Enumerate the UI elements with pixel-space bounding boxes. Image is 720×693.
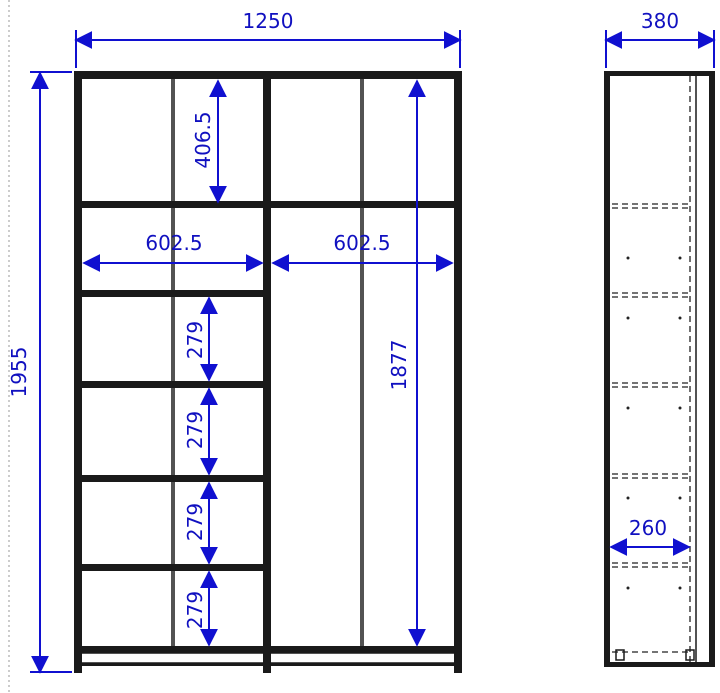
side-top-panel	[604, 71, 715, 76]
shelf-spacing-label-1: 279	[183, 321, 207, 359]
side-foot-front	[615, 649, 625, 661]
side-dot	[626, 586, 630, 590]
shelf-spacing-label-3: 279	[183, 503, 207, 541]
bottom-panel	[74, 646, 462, 653]
side-view	[604, 71, 715, 667]
right-side-panel	[454, 71, 462, 673]
side-dot	[678, 586, 682, 590]
front-view	[74, 71, 462, 673]
front-dimensions: 1250 1955 406.5 602.5 602.5 1877 279 279…	[7, 9, 462, 674]
right-section-width-label: 602.5	[333, 231, 390, 255]
side-bottom-panel	[604, 662, 715, 667]
side-dot	[678, 316, 682, 320]
side-dot	[678, 406, 682, 410]
height-label: 1955	[7, 347, 31, 398]
side-dot	[678, 256, 682, 260]
side-front-edge	[604, 71, 610, 667]
side-dot	[626, 496, 630, 500]
top-mark	[442, 71, 448, 76]
inner-depth-label: 260	[629, 516, 667, 540]
side-foot-back	[685, 649, 695, 661]
top-shelf-height-label: 406.5	[191, 111, 215, 168]
left-section-width-label: 602.5	[145, 231, 202, 255]
side-dot	[626, 256, 630, 260]
plinth-bottom	[74, 663, 462, 666]
side-dot	[626, 316, 630, 320]
side-back-edge	[709, 71, 715, 667]
shelf-spacing-label-2: 279	[183, 411, 207, 449]
width-label: 1250	[243, 9, 294, 33]
right-section-height-label: 1877	[387, 340, 411, 391]
side-dot	[626, 406, 630, 410]
depth-label: 380	[641, 9, 679, 33]
center-divider-panel	[263, 71, 271, 673]
left-side-panel	[74, 71, 82, 673]
shelf-spacing-label-4: 279	[183, 591, 207, 629]
bottom-mark	[263, 658, 269, 664]
side-dimensions: 380 260	[604, 9, 716, 556]
side-dot	[678, 496, 682, 500]
